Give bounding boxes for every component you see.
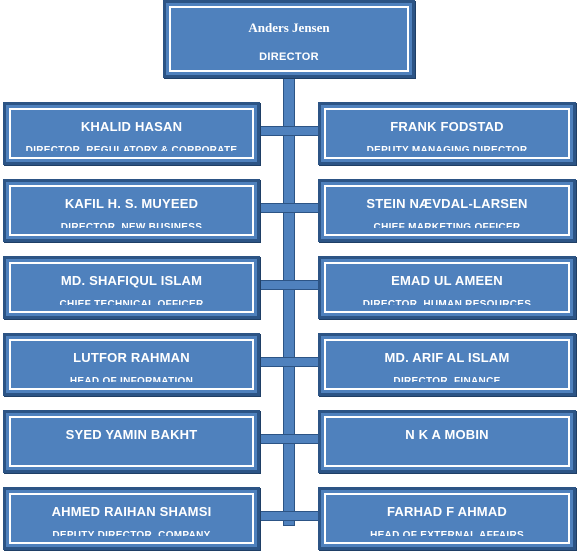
org-box-left-3[interactable]: MD. SHAFIQUL ISLAM CHIEF TECHNICAL OFFIC… — [3, 256, 260, 319]
person-name: FARHAD F AHMAD — [386, 504, 508, 519]
person-title: HEAD OF INFORMATION — [6, 377, 257, 382]
person-name: KHALID HASAN — [80, 119, 183, 134]
person-title: DEPUTY DIRECTOR, COMPANY — [6, 531, 257, 536]
person-title: HEAD OF EXTERNAL AFFAIRS — [321, 531, 573, 536]
org-box-left-5[interactable]: SYED YAMIN BAKHT — [3, 410, 260, 473]
person-title: DIRECTOR, REGULATORY & CORPORATE — [6, 146, 257, 151]
person-name: MD. SHAFIQUL ISLAM — [60, 273, 203, 288]
person-name: STEIN NÆVDAL-LARSEN — [366, 196, 528, 211]
org-box-right-4[interactable]: MD. ARIF AL ISLAM DIRECTOR, FINANCE — [318, 333, 576, 396]
person-name: KAFIL H. S. MUYEED — [64, 196, 199, 211]
connector-row-3 — [259, 280, 319, 290]
person-title: DIRECTOR, FINANCE — [321, 377, 573, 382]
person-title — [321, 454, 573, 459]
person-title — [6, 454, 257, 459]
connector-row-5 — [259, 434, 319, 444]
org-box-left-2[interactable]: KAFIL H. S. MUYEED DIRECTOR, NEW BUSINES… — [3, 179, 260, 242]
person-title: CHIEF TECHNICAL OFFICER — [6, 300, 257, 305]
org-box-right-1[interactable]: FRANK FODSTAD DEPUTY MANAGING DIRECTOR — [318, 102, 576, 165]
org-box-right-6[interactable]: FARHAD F AHMAD HEAD OF EXTERNAL AFFAIRS — [318, 487, 576, 550]
director-box[interactable]: Anders Jensen DIRECTOR — [163, 0, 415, 78]
person-title: DEPUTY MANAGING DIRECTOR — [321, 146, 573, 151]
person-name: LUTFOR RAHMAN — [73, 350, 190, 365]
person-title: DIRECTOR, NEW BUSINESS — [6, 223, 257, 228]
person-name: N K A MOBIN — [405, 427, 489, 442]
org-box-right-5[interactable]: N K A MOBIN — [318, 410, 576, 473]
person-title: DIRECTOR, HUMAN RESOURCES — [321, 300, 573, 305]
trunk-line — [283, 76, 295, 526]
person-title: CHIEF MARKETING OFFICER — [321, 223, 573, 228]
org-box-right-3[interactable]: EMAD UL AMEEN DIRECTOR, HUMAN RESOURCES — [318, 256, 576, 319]
connector-row-4 — [259, 357, 319, 367]
connector-row-1 — [259, 126, 319, 136]
director-name: Anders Jensen — [248, 20, 330, 35]
org-box-left-4[interactable]: LUTFOR RAHMAN HEAD OF INFORMATION — [3, 333, 260, 396]
connector-row-6 — [259, 511, 319, 521]
org-box-left-6[interactable]: AHMED RAIHAN SHAMSI DEPUTY DIRECTOR, COM… — [3, 487, 260, 550]
person-name: SYED YAMIN BAKHT — [65, 427, 198, 442]
person-name: EMAD UL AMEEN — [391, 273, 503, 288]
connector-row-2 — [259, 203, 319, 213]
person-name: FRANK FODSTAD — [390, 119, 504, 134]
org-box-right-2[interactable]: STEIN NÆVDAL-LARSEN CHIEF MARKETING OFFI… — [318, 179, 576, 242]
director-title: DIRECTOR — [259, 51, 319, 63]
person-name: MD. ARIF AL ISLAM — [384, 350, 510, 365]
person-name: AHMED RAIHAN SHAMSI — [51, 504, 212, 519]
org-box-left-1[interactable]: KHALID HASAN DIRECTOR, REGULATORY & CORP… — [3, 102, 260, 165]
